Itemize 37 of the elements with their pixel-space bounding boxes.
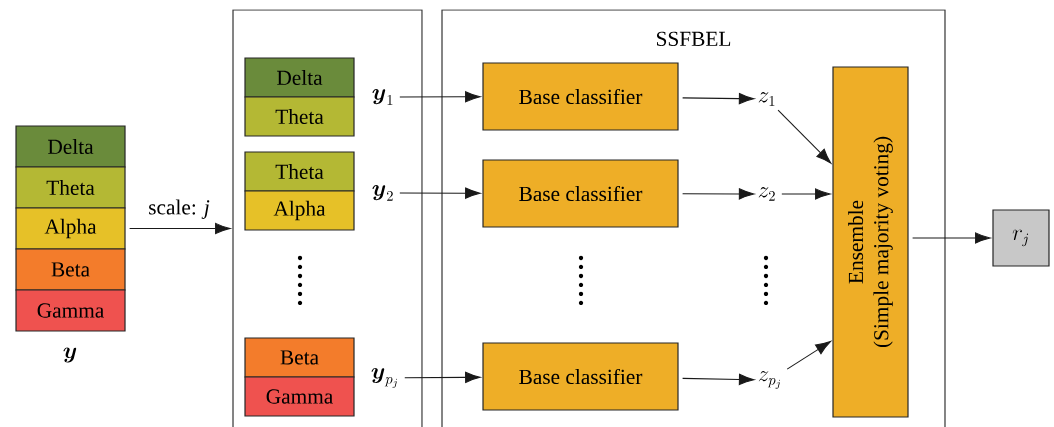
- arrow: [399, 187, 481, 199]
- panel-frame: [232, 9, 423, 427]
- variable-label: $z_2$: [758, 187, 775, 201]
- arrow: [781, 188, 831, 200]
- band-box: Beta: [15, 248, 126, 291]
- variable-label: $z_{p_j}$: [758, 370, 781, 389]
- variable-label: $z_1$: [758, 92, 775, 106]
- output-box: $r_j$: [992, 209, 1050, 267]
- process-box: Base classifier: [482, 342, 679, 411]
- arrow: [682, 373, 755, 386]
- band-box: Theta: [244, 96, 355, 137]
- band-box: Delta: [244, 57, 355, 98]
- edge-label: scale: j: [146, 198, 212, 221]
- process-box: Base classifier: [482, 159, 679, 228]
- band-box: Alpha: [15, 207, 126, 250]
- process-box: Base classifier: [482, 62, 679, 131]
- arrow: [682, 188, 755, 200]
- band-box: Gamma: [244, 376, 355, 417]
- arrow: [786, 341, 831, 370]
- variable-label: $\boldsymbol{y}_1$: [372, 89, 393, 105]
- band-box: Gamma: [15, 289, 126, 332]
- arrow: [404, 371, 481, 383]
- variable-label: $\boldsymbol{y}_{p_j}$: [371, 367, 398, 388]
- panel-title: SSFBEL: [657, 31, 731, 47]
- arrow: [912, 232, 991, 244]
- band-box: Alpha: [244, 190, 355, 231]
- arrow: [777, 109, 832, 164]
- band-box: Theta: [15, 166, 126, 209]
- band-box: Delta: [15, 125, 126, 168]
- arrow: [399, 91, 481, 103]
- arrow: [682, 93, 755, 105]
- band-box: Beta: [244, 337, 355, 378]
- arrow: [129, 222, 231, 235]
- variable-label: $\boldsymbol{y}_2$: [372, 185, 393, 201]
- variable-label: $\boldsymbol{y}$: [63, 347, 77, 363]
- band-box: Theta: [244, 151, 355, 192]
- ensemble-box: Ensemble (Simple majority voting): [832, 66, 909, 418]
